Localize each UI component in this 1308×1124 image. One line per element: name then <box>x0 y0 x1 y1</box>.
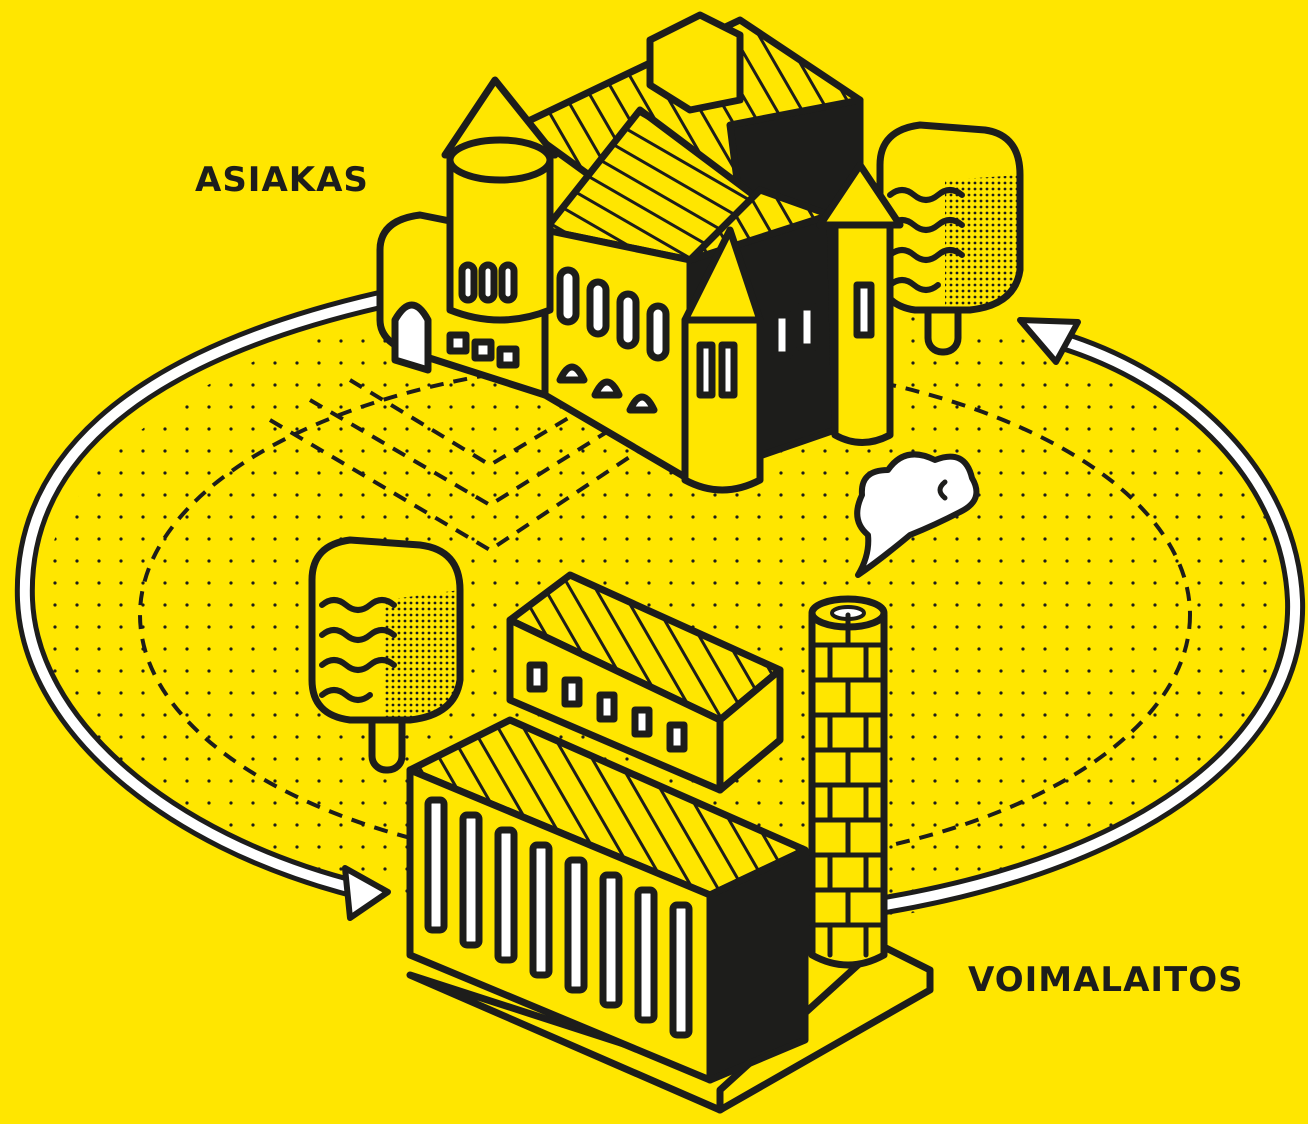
smoke-cloud-icon <box>854 451 980 578</box>
castle-building-icon <box>376 11 904 494</box>
customer-label: ASIAKAS <box>195 160 369 200</box>
cycle-arrow-icon <box>14 290 1306 921</box>
tree-icon <box>876 121 1024 356</box>
power-plant-label: VOIMALAITOS <box>968 960 1244 1000</box>
tree-icon <box>308 536 464 774</box>
chimney-icon <box>808 595 888 969</box>
factory-icon <box>406 571 934 1114</box>
